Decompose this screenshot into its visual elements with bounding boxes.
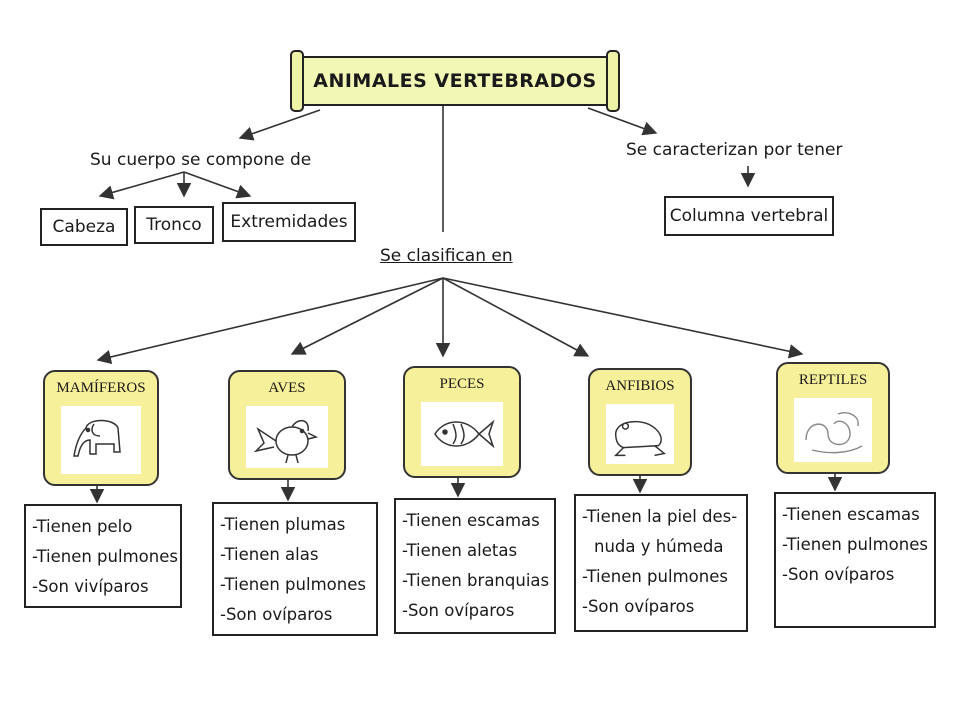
- column-box: Columna vertebral: [664, 196, 834, 236]
- group-name: ANFIBIOS: [605, 378, 675, 394]
- trait-item: -Tienen escamas: [402, 511, 540, 530]
- bird-icon: [253, 419, 319, 464]
- trait-item: -Son ovíparos: [782, 565, 895, 584]
- trait-item: -Tienen alas: [220, 545, 319, 564]
- frog-icon: [613, 420, 666, 457]
- traits-reptiles: -Tienen escamas -Tienen pulmones -Son ov…: [774, 492, 936, 628]
- classification-heading: Se clasifican en: [380, 246, 513, 266]
- trait-item: nuda y húmeda: [594, 537, 724, 556]
- trait-item: -Tienen branquias: [402, 571, 550, 590]
- trait-item: -Tienen aletas: [402, 541, 518, 560]
- image-frame: [606, 404, 674, 464]
- image-frame: [794, 398, 872, 462]
- trait-item: -Tienen pulmones: [782, 535, 928, 554]
- card-mamiferos: MAMÍFEROS: [43, 370, 159, 486]
- card-reptiles: REPTILES: [776, 362, 890, 474]
- group-name: PECES: [439, 376, 485, 392]
- title-banner: ANIMALES VERTEBRADOS: [290, 50, 620, 112]
- trait-item: -Tienen la piel des-: [582, 507, 738, 526]
- trait-item: -Son ovíparos: [220, 605, 333, 624]
- snake-icon: [805, 412, 863, 454]
- trait-item: -Son ovíparos: [402, 601, 515, 620]
- group-name: MAMÍFEROS: [56, 380, 146, 396]
- card-anfibios: ANFIBIOS: [588, 368, 692, 476]
- traits-aves: -Tienen plumas -Tienen alas -Tienen pulm…: [212, 502, 378, 636]
- trait-item: -Tienen plumas: [220, 515, 346, 534]
- trait-item: -Tienen pulmones: [32, 547, 178, 566]
- body-heading: Su cuerpo se compone de: [90, 150, 312, 170]
- trait-item: -Tienen pulmones: [582, 567, 728, 586]
- traits-anfibios: -Tienen la piel des- nuda y húmeda -Tien…: [574, 494, 748, 632]
- part-box-0: Cabeza: [40, 208, 128, 246]
- traits-peces: -Tienen escamas -Tienen aletas -Tienen b…: [394, 498, 556, 634]
- trait-item: -Tienen pulmones: [220, 575, 366, 594]
- image-frame: [246, 406, 328, 468]
- page-title: ANIMALES VERTEBRADOS: [313, 70, 597, 92]
- group-name: AVES: [268, 380, 306, 396]
- image-frame: [61, 406, 141, 474]
- trait-item: -Son vivíparos: [32, 577, 149, 596]
- card-aves: AVES: [228, 370, 346, 480]
- group-name: REPTILES: [798, 372, 868, 388]
- characteristic-heading: Se caracterizan por tener: [626, 140, 843, 160]
- fish-icon: [434, 419, 495, 449]
- card-peces: PECES: [403, 366, 521, 478]
- image-frame: [421, 402, 503, 466]
- elephant-icon: [73, 419, 121, 457]
- trait-item: -Tienen escamas: [782, 505, 920, 524]
- trait-item: -Tienen pelo: [32, 517, 133, 536]
- trait-item: -Son ovíparos: [582, 597, 695, 616]
- part-box-1: Tronco: [134, 206, 214, 244]
- part-box-2: Extremidades: [222, 202, 356, 242]
- traits-mamiferos: -Tienen pelo -Tienen pulmones -Son vivíp…: [24, 504, 182, 608]
